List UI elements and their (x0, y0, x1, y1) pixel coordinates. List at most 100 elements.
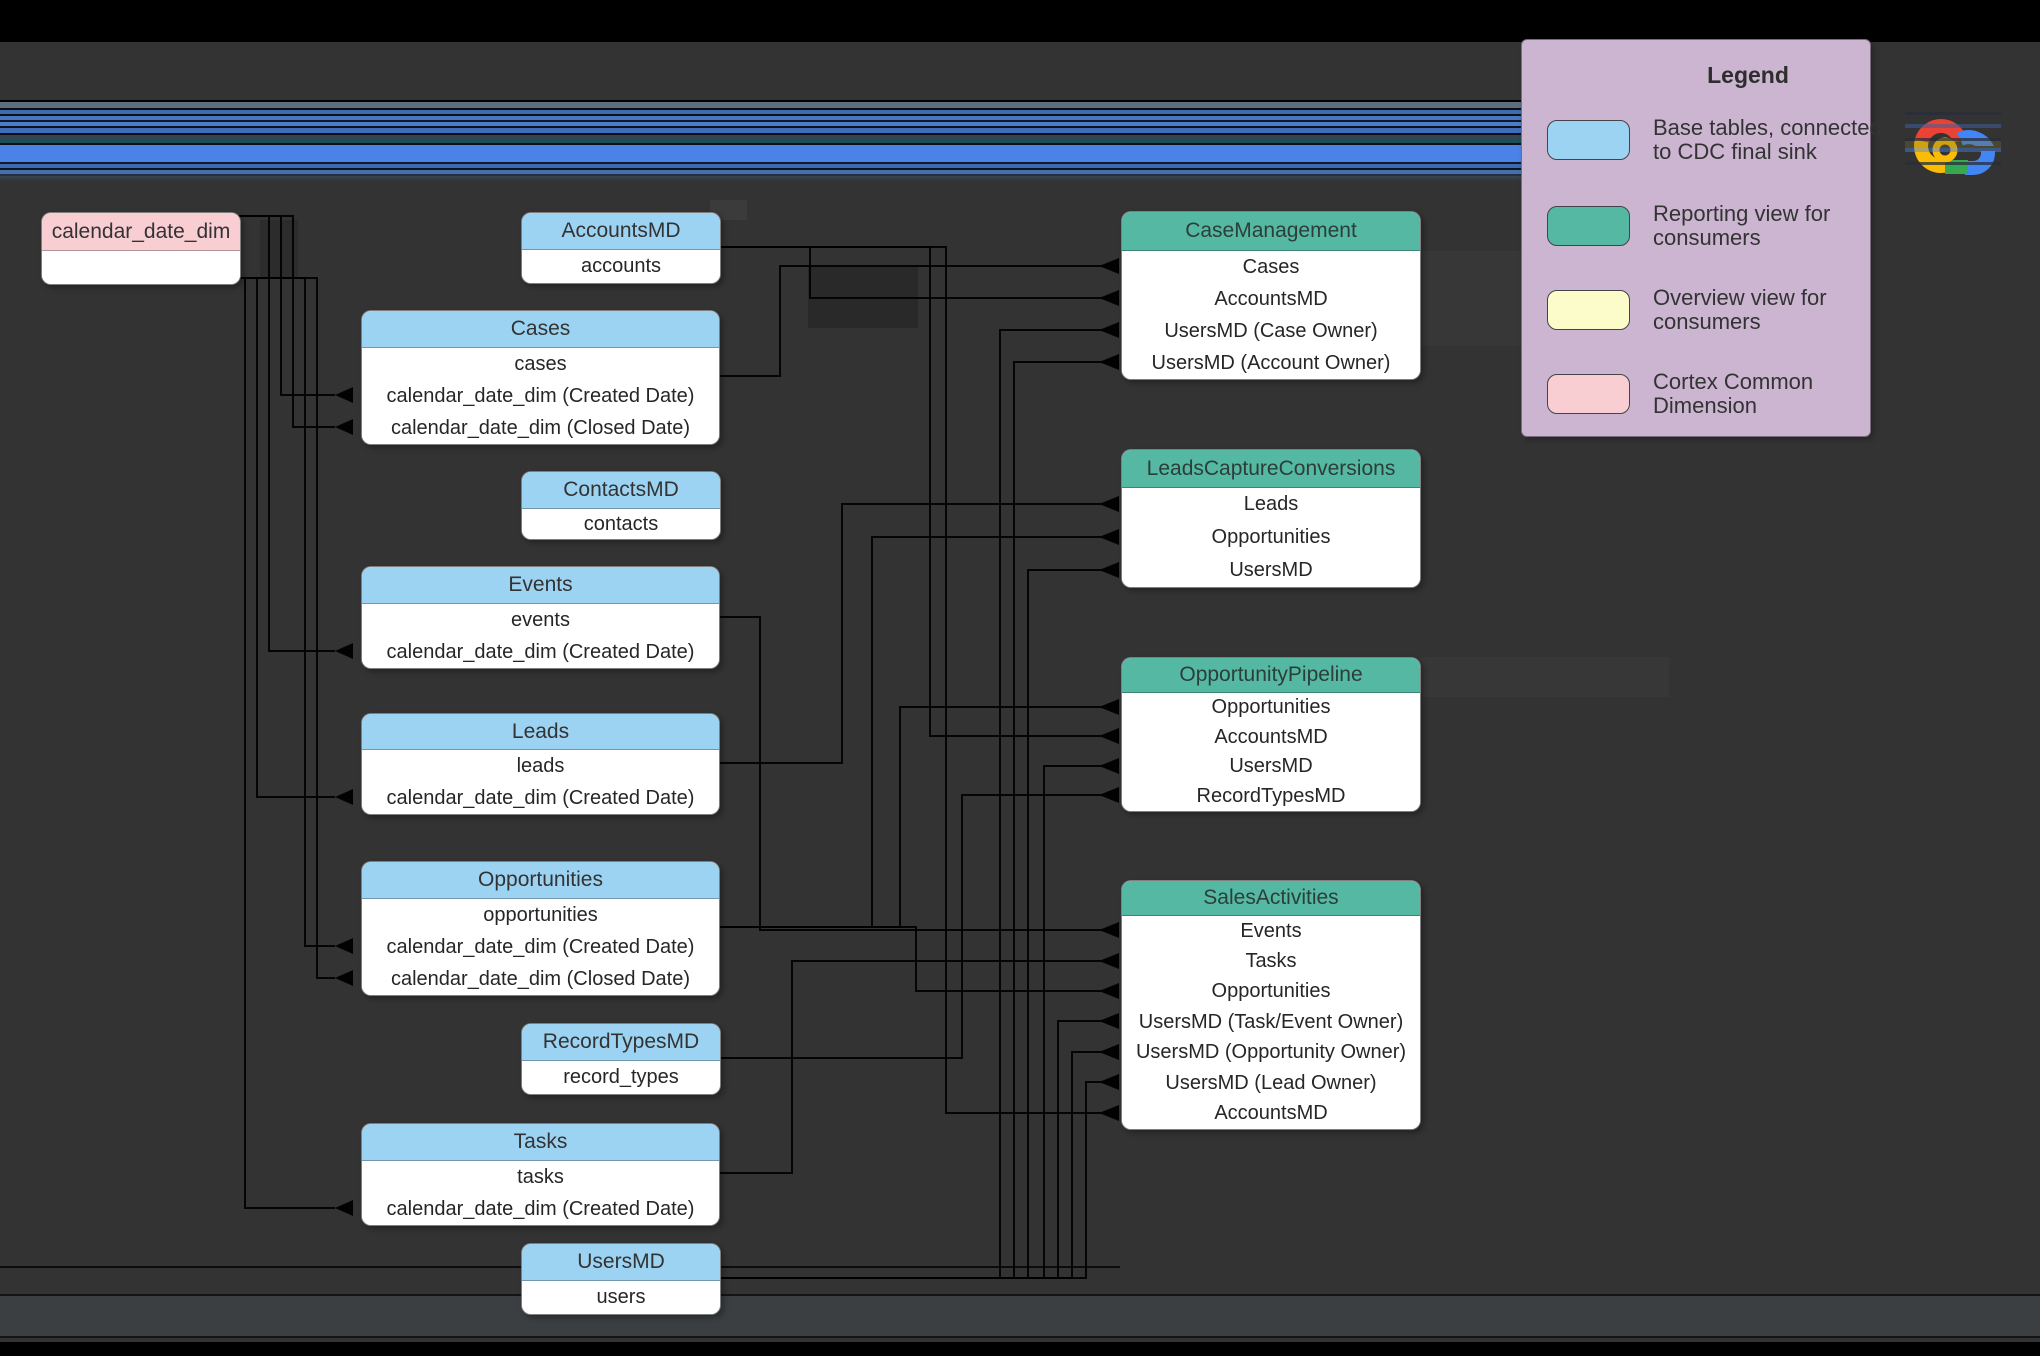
table-events-title: Events (362, 567, 719, 604)
table-leads-capture-conversions-row: UsersMD (1122, 554, 1420, 587)
table-accounts-md-title: AccountsMD (522, 213, 720, 250)
legend-label-base-tables: Base tables, connected to CDC final sink (1653, 114, 1882, 164)
render-artifact (260, 220, 298, 278)
legend-item-cortex-common-dimension: Cortex Common Dimension (1547, 369, 1885, 419)
table-accounts-md-body: accounts (522, 250, 720, 283)
glitch-stripes-over-logo (1905, 102, 2001, 180)
table-events-row: calendar_date_dim (Created Date) (362, 636, 719, 668)
table-tasks-title: Tasks (362, 1124, 719, 1161)
table-contacts-md-row: contacts (522, 509, 720, 539)
table-cases-row: cases (362, 348, 719, 380)
table-leads-capture-conversions-row: Leads (1122, 488, 1420, 521)
table-tasks-row: tasks (362, 1161, 719, 1193)
legend-label-overview-view: Overview view for consumers (1653, 284, 1827, 334)
table-accounts-md-row: accounts (522, 250, 720, 283)
google-cloud-logo (1905, 102, 2005, 180)
table-users-md-title: UsersMD (522, 1244, 720, 1281)
table-contacts-md-body: contacts (522, 509, 720, 539)
table-sales-activities-row: Tasks (1122, 946, 1420, 977)
legend-panel: Legend Base tables, connected to CDC fin… (1521, 39, 1882, 437)
legend-title: Legend (1707, 62, 1789, 88)
table-leads-capture-conversions-row: Opportunities (1122, 521, 1420, 554)
table-calendar-date-dim-row (42, 251, 240, 284)
table-cases-row: calendar_date_dim (Closed Date) (362, 412, 719, 444)
table-case-management-row: Cases (1122, 251, 1420, 283)
table-record-types-md-row: record_types (522, 1061, 720, 1094)
table-sales-activities-row: Events (1122, 916, 1420, 947)
table-opportunity-pipeline-row: Opportunities (1122, 693, 1420, 723)
legend-item-reporting-view: Reporting view for consumers (1547, 201, 1885, 251)
legend-label-reporting-view: Reporting view for consumers (1653, 200, 1831, 250)
table-opportunity-pipeline-row: UsersMD (1122, 752, 1420, 782)
table-case-management-row: UsersMD (Account Owner) (1122, 347, 1420, 379)
table-sales-activities-row: AccountsMD (1122, 1098, 1420, 1129)
table-leads-row: leads (362, 750, 719, 782)
bottom-shade-band (0, 1294, 2040, 1338)
table-cases-title: Cases (362, 311, 719, 348)
table-calendar-date-dim-title: calendar_date_dim (42, 213, 240, 251)
table-record-types-md-body: record_types (522, 1061, 720, 1094)
bottom-letterbox-bar (0, 1342, 2040, 1356)
legend-label-cortex-common-dimension: Cortex Common Dimension (1653, 368, 1814, 418)
table-events-row: events (362, 604, 719, 636)
table-case-management-row: AccountsMD (1122, 283, 1420, 315)
table-sales-activities-row: Opportunities (1122, 976, 1420, 1008)
table-leads-row: calendar_date_dim (Created Date) (362, 782, 719, 814)
legend-swatch-cortex-common-dimension (1547, 374, 1630, 414)
table-opportunities-row: calendar_date_dim (Closed Date) (362, 963, 719, 995)
table-record-types-md-title: RecordTypesMD (522, 1024, 720, 1061)
table-calendar-date-dim-body (42, 251, 240, 284)
table-sales-activities-title: SalesActivities (1122, 881, 1420, 916)
table-opportunity-pipeline-row: RecordTypesMD (1122, 781, 1420, 811)
table-opportunity-pipeline-title: OpportunityPipeline (1122, 658, 1420, 693)
render-artifact (710, 200, 747, 220)
table-tasks-row: calendar_date_dim (Created Date) (362, 1193, 719, 1225)
table-sales-activities-row: UsersMD (Task/Event Owner) (1122, 1007, 1420, 1038)
glitch-stripe-band (0, 100, 1521, 181)
table-leads-title: Leads (362, 714, 719, 750)
table-opportunities-row: opportunities (362, 899, 719, 931)
table-case-management-title: CaseManagement (1122, 212, 1420, 251)
legend-item-base-tables: Base tables, connected to CDC final sink (1547, 115, 1885, 165)
table-sales-activities-row: UsersMD (Lead Owner) (1122, 1067, 1420, 1099)
table-case-management-row: UsersMD (Case Owner) (1122, 315, 1420, 347)
table-users-md-row: users (522, 1281, 720, 1314)
table-users-md-body: users (522, 1281, 720, 1314)
table-sales-activities-row: UsersMD (Opportunity Owner) (1122, 1037, 1420, 1068)
legend-swatch-reporting-view (1547, 206, 1630, 246)
table-contacts-md-title: ContactsMD (522, 472, 720, 509)
legend-item-overview-view: Overview view for consumers (1547, 285, 1885, 335)
table-opportunities-row: calendar_date_dim (Created Date) (362, 931, 719, 963)
table-leads-capture-conversions-title: LeadsCaptureConversions (1122, 450, 1420, 488)
top-letterbox-bar (0, 0, 2040, 42)
table-opportunities-title: Opportunities (362, 862, 719, 899)
legend-swatch-overview-view (1547, 290, 1630, 330)
legend-swatch-base-tables (1547, 120, 1630, 160)
table-cases-row: calendar_date_dim (Created Date) (362, 380, 719, 412)
table-calendar-date-dim: calendar_date_dim (41, 212, 241, 285)
